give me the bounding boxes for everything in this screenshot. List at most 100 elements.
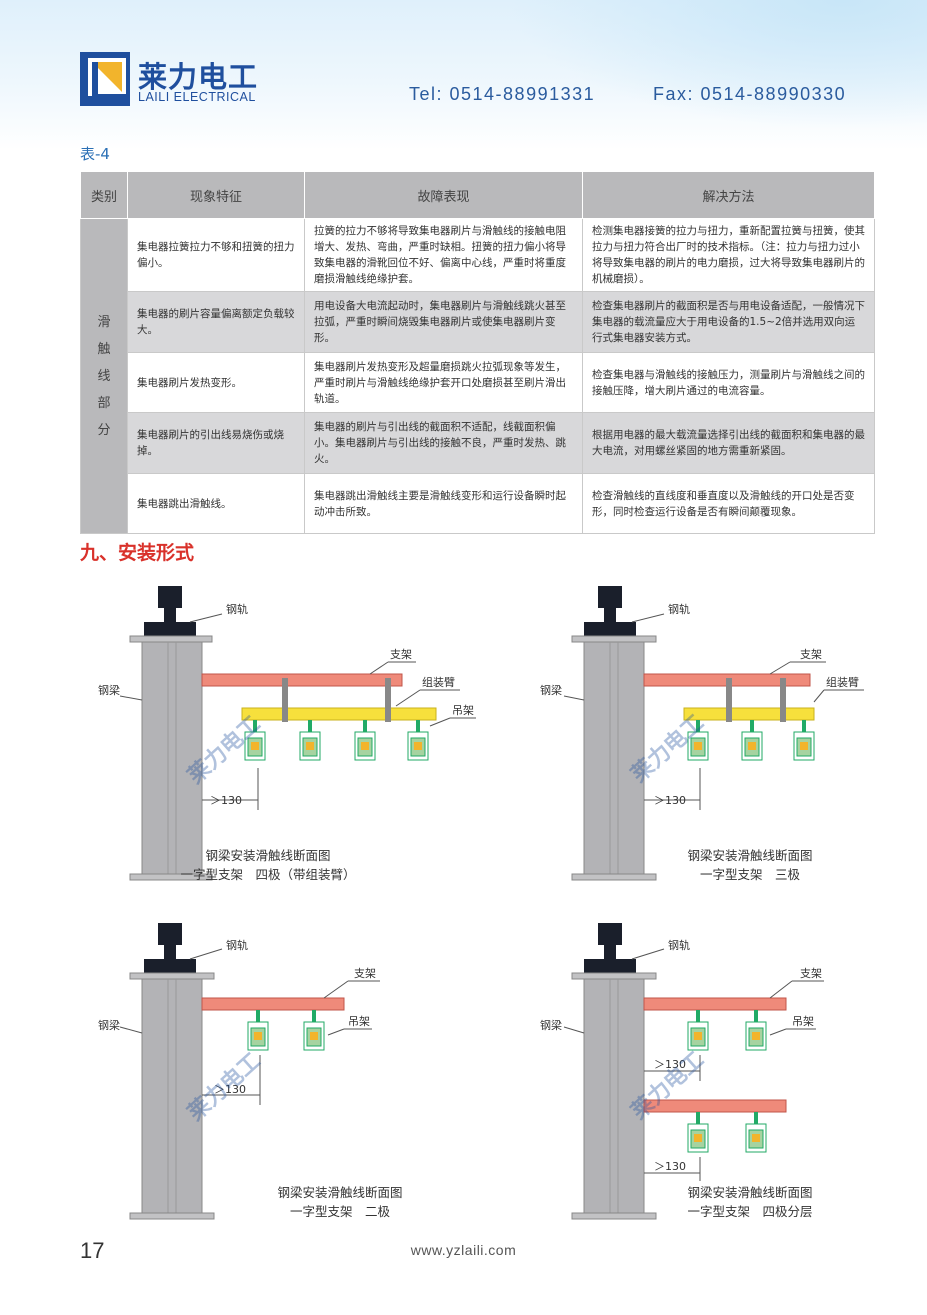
bracket-label: 支架 xyxy=(354,967,376,980)
solution-cell: 检查集电器刷片的截面积是否与用电设备适配，一般情况下集电器的载流量应大于用电设备… xyxy=(582,291,875,353)
hanger-clamp-icon xyxy=(745,1010,767,1051)
page-number: 17 xyxy=(80,1238,105,1263)
hanger-clamp-icon xyxy=(745,1112,767,1153)
symptom-cell: 集电器跳出滑触线主要是滑触线变形和运行设备瞬时起动冲击所致。 xyxy=(304,473,583,534)
beam-label: 钢梁 xyxy=(98,1018,120,1032)
arm-label: 组装臂 xyxy=(826,675,859,689)
solution-cell: 检测集电器接簧的拉力与扭力，重新配置拉簧与扭簧，使其拉力与扭力符合出厂时的技术指… xyxy=(582,218,875,292)
beam-label: 钢梁 xyxy=(98,683,120,697)
symptom-cell: 集电器的刷片与引出线的截面积不适配，线截面积偏小。集电器刷片与引出线的接触不良，… xyxy=(304,412,583,474)
symptom-cell: 用电设备大电流起动时，集电器刷片与滑触线跳火甚至拉弧，严重时瞬间烧毁集电器刷片或… xyxy=(304,291,583,353)
hanger-clamp-icon xyxy=(741,720,763,761)
steel-rail xyxy=(144,923,196,975)
steel-beam xyxy=(583,978,645,1214)
diagram-caption: 一字型支架 二极 xyxy=(290,1204,391,1219)
beam-bottom-flange xyxy=(571,873,657,881)
bracket-label: 支架 xyxy=(390,648,412,661)
beam-label: 钢梁 xyxy=(540,1018,562,1032)
hanger-clamp-icon xyxy=(687,1010,709,1051)
column-header: 故障表现 xyxy=(304,171,583,219)
category-char: 分 xyxy=(97,422,111,438)
beam-top-flange xyxy=(129,972,215,980)
bolt xyxy=(385,678,391,722)
steel-rail xyxy=(584,923,636,975)
category-char: 滑 xyxy=(97,314,111,330)
beam-top-flange xyxy=(129,635,213,643)
beam-bottom-flange xyxy=(129,873,213,881)
hanger-label: 吊架 xyxy=(348,1015,370,1028)
diagram-caption: 钢梁安装滑触线断面图 xyxy=(687,1185,812,1200)
hanger-label: 吊架 xyxy=(792,1015,814,1028)
install-diagram-four-pole-arm: ＞130 钢轨 钢梁 支架 组装臂 吊架 莱力电工 钢梁安装滑触线断面图 一字型… xyxy=(98,586,476,882)
table-header-row: 类别 现象特征 故障表现 解决方法 xyxy=(80,171,875,219)
table-row: 滑 触 线 部 分 集电器拉簧拉力不够和扭簧的扭力偏小。 拉簧的拉力不够将导致集… xyxy=(80,218,875,534)
clearance-label: ＞130 xyxy=(654,794,686,807)
logo-mark-icon xyxy=(80,52,130,106)
table-row: 集电器的刷片容量偏离额定负载较大。 用电设备大电流起动时，集电器刷片与滑触线跳火… xyxy=(81,291,875,353)
bracket-label: 支架 xyxy=(800,967,822,980)
beam-top-flange xyxy=(571,972,657,980)
bolt xyxy=(282,678,288,722)
bolt xyxy=(726,678,732,722)
bracket-lower xyxy=(643,1099,787,1113)
clearance-label: ＞130 xyxy=(654,1058,686,1071)
feature-cell: 集电器拉簧拉力不够和扭簧的扭力偏小。 xyxy=(127,218,305,292)
clearance-label-lower: ＞130 xyxy=(654,1160,686,1173)
hanger-clamp-icon xyxy=(687,720,709,761)
website-link[interactable]: www.yzlaili.com xyxy=(410,1242,517,1258)
category-char: 部 xyxy=(97,395,111,411)
hanger-label: 吊架 xyxy=(452,704,474,717)
table-row: 集电器刷片的引出线易烧伤或烧掉。 集电器的刷片与引出线的截面积不适配，线截面积偏… xyxy=(81,412,875,474)
diagram-caption: 一字型支架 四极（带组装臂） xyxy=(180,867,355,882)
fax: Fax: 0514-88990330 xyxy=(653,84,847,104)
diagram-caption: 一字型支架 四极分层 xyxy=(687,1204,812,1219)
category-char: 线 xyxy=(97,368,111,384)
assembly-arm xyxy=(683,707,815,721)
column-header: 类别 xyxy=(80,171,128,219)
fault-table: 类别 现象特征 故障表现 解决方法 滑 触 线 部 分 集电器拉簧拉力不够和扭簧… xyxy=(80,171,875,534)
bolt xyxy=(780,678,786,722)
install-diagram-three-pole: ＞130 钢轨 钢梁 支架 组装臂 莱力电工 钢梁安装滑触线断面图 一字型支架 … xyxy=(540,586,864,882)
collector-row xyxy=(244,720,429,761)
symptom-cell: 拉簧的拉力不够将导致集电器刷片与滑触线的接触电阻增大、发热、弯曲，严重时缺相。扭… xyxy=(304,218,583,292)
brand-name-cn: 莱力电工 xyxy=(138,60,259,94)
arm-label: 组装臂 xyxy=(422,675,455,689)
table-row: 集电器跳出滑触线。 集电器跳出滑触线主要是滑触线变形和运行设备瞬时起动冲击所致。… xyxy=(81,473,875,534)
beam-bottom-flange xyxy=(571,1212,657,1220)
steel-beam xyxy=(141,978,203,1214)
hanger-clamp-icon xyxy=(299,720,321,761)
rail-label: 钢轨 xyxy=(668,602,690,616)
diagram-caption: 一字型支架 三极 xyxy=(700,867,801,882)
feature-cell: 集电器的刷片容量偏离额定负载较大。 xyxy=(127,291,305,353)
rail-label: 钢轨 xyxy=(668,938,690,952)
steel-beam xyxy=(583,641,645,875)
bracket-label: 支架 xyxy=(800,648,822,661)
solution-cell: 检查滑触线的直线度和垂直度以及滑触线的开口处是否变形，同时检查运行设备是否有瞬间… xyxy=(582,473,875,534)
solution-cell: 检查集电器与滑触线的接触压力，测量刷片与滑触线之间的接触压降，增大刷片通过的电流… xyxy=(582,352,875,413)
steel-rail xyxy=(584,586,636,638)
beam-top-flange xyxy=(571,635,657,643)
header-background xyxy=(0,0,927,150)
category-char: 触 xyxy=(97,341,111,357)
hanger-clamp-icon xyxy=(793,720,815,761)
bracket xyxy=(643,997,787,1011)
hanger-clamp-icon xyxy=(244,720,266,761)
install-diagram-four-pole-layered: ＞130 ＞130 钢轨 钢梁 支架 吊架 莱力电工 钢梁安装滑触线断面图 一字… xyxy=(540,923,824,1220)
column-header: 解决方法 xyxy=(582,171,875,219)
section-title: 九、安装形式 xyxy=(80,542,195,564)
feature-cell: 集电器刷片发热变形。 xyxy=(127,352,305,413)
table-label: 表-4 xyxy=(80,145,110,163)
category-cell: 滑 触 线 部 分 xyxy=(80,218,128,534)
install-diagram-two-pole: ＞130 钢轨 钢梁 支架 吊架 莱力电工 钢梁安装滑触线断面图 一字型支架 二… xyxy=(98,923,403,1220)
table-row: 集电器刷片发热变形。 集电器刷片发热变形及超量磨损跳火拉弧现象等发生，严重时刷片… xyxy=(81,352,875,413)
bracket xyxy=(201,997,345,1011)
feature-cell: 集电器刷片的引出线易烧伤或烧掉。 xyxy=(127,412,305,474)
hanger-clamp-icon xyxy=(354,720,376,761)
rail-label: 钢轨 xyxy=(226,602,248,616)
symptom-cell: 集电器刷片发热变形及超量磨损跳火拉弧现象等发生，严重时刷片与滑触线绝缘护套开口处… xyxy=(304,352,583,413)
steel-beam xyxy=(141,641,203,875)
diagram-caption: 钢梁安装滑触线断面图 xyxy=(205,848,330,863)
feature-cell: 集电器跳出滑触线。 xyxy=(127,473,305,534)
diagram-caption: 钢梁安装滑触线断面图 xyxy=(687,848,812,863)
telephone: Tel: 0514-88991331 xyxy=(409,84,596,104)
